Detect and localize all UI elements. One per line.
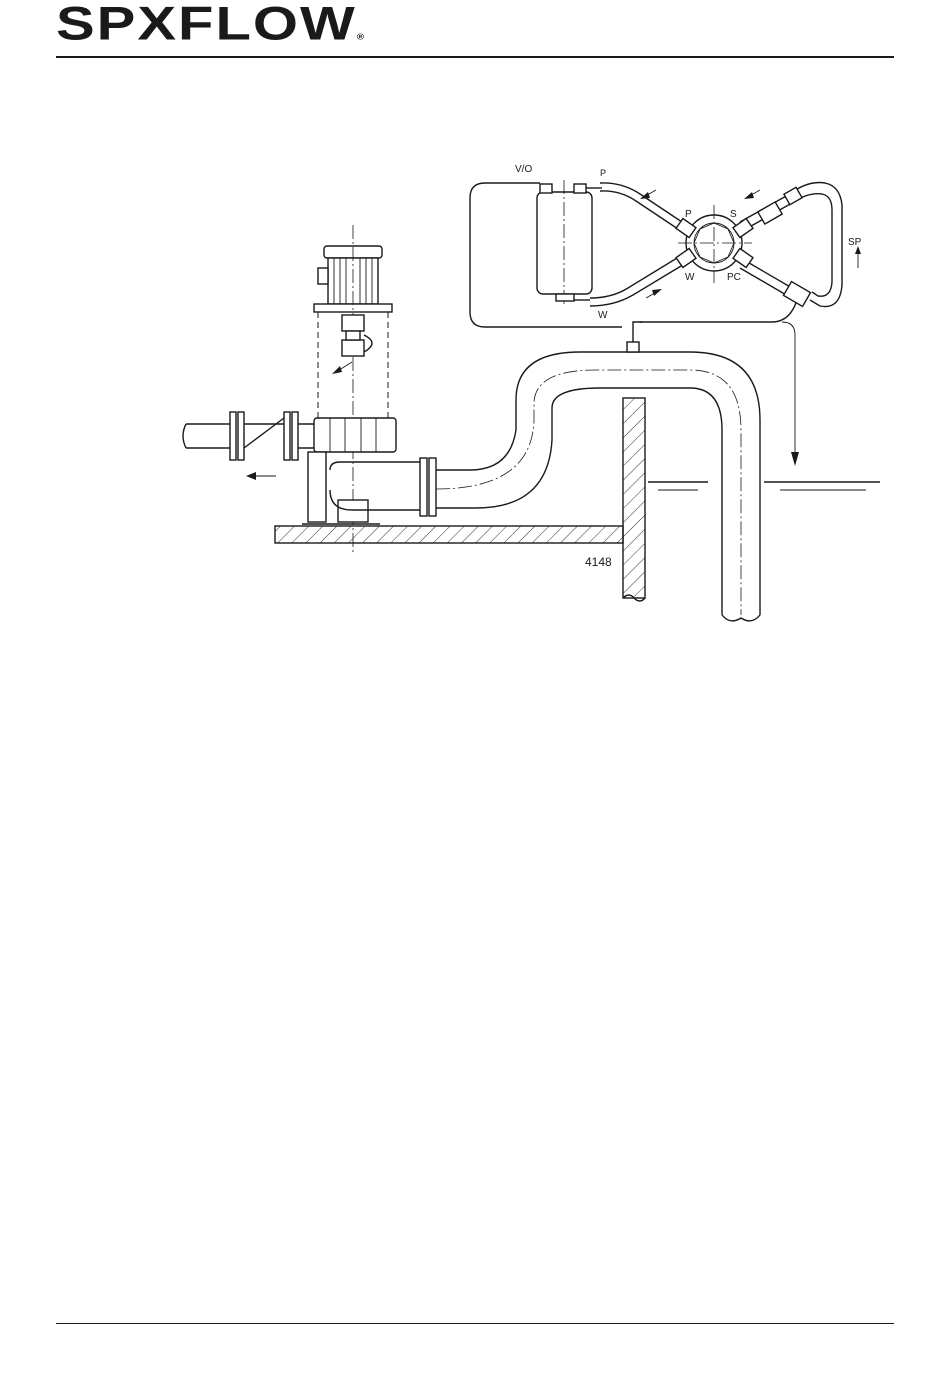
figure-number: 4148 — [585, 555, 612, 569]
pump-casing — [302, 418, 396, 524]
label-s-valve: S — [730, 209, 737, 220]
label-pc-valve: PC — [727, 272, 741, 283]
liquid-level — [648, 482, 880, 490]
label-p-top: P — [600, 168, 606, 178]
label-sp: SP — [848, 237, 862, 248]
flow-arrows — [640, 190, 861, 298]
discharge-pipe — [183, 412, 314, 480]
label-p-valve: P — [685, 209, 692, 220]
label-vo: V/O — [515, 164, 532, 175]
footer-rule — [56, 1323, 894, 1324]
flush-vessel — [537, 180, 602, 305]
label-w-valve: W — [685, 272, 695, 283]
label-w-bottom: W — [598, 310, 608, 321]
